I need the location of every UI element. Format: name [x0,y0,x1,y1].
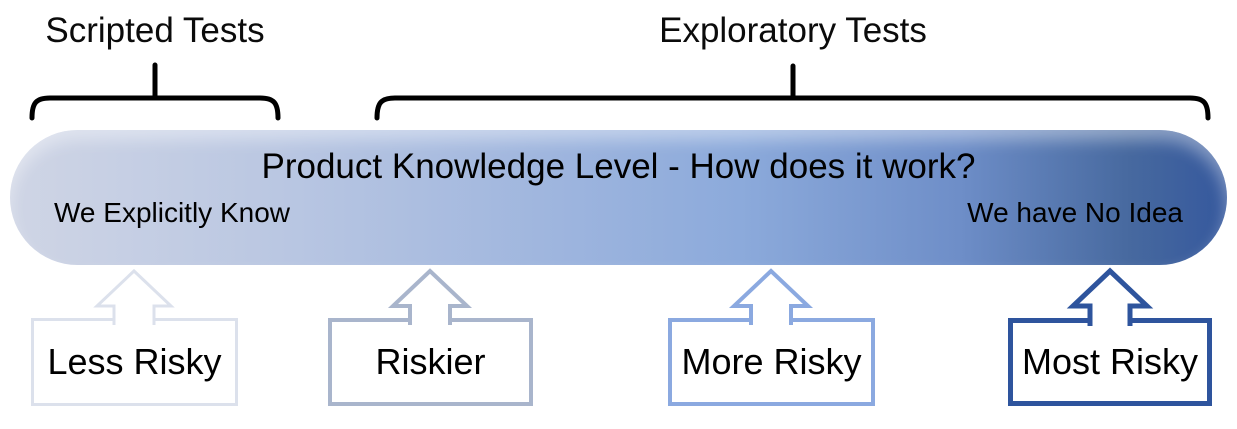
explicitly-know-label: We Explicitly Know [54,197,291,228]
risk-box-more-risky: More Risky [668,318,875,406]
risk-box-label: Riskier [375,341,486,382]
more-risky-up-arrow-icon [728,268,814,325]
riskier-up-arrow-icon [387,268,473,325]
less-risky-up-arrow-icon [93,268,175,325]
product-knowledge-bar: Product Knowledge Level - How does it wo… [10,130,1227,265]
scripted-tests-label: Scripted Tests [45,11,265,50]
knowledge-bar-title: Product Knowledge Level - How does it wo… [261,147,976,186]
risk-box-label: Less Risky [47,341,222,382]
exploratory-tests-brace-icon [374,63,1211,121]
scripted-tests-brace-icon [29,62,281,121]
no-idea-label: We have No Idea [967,197,1183,228]
risk-box-riskier: Riskier [328,318,533,406]
risk-box-less-risky: Less Risky [31,318,238,406]
risk-box-most-risky: Most Risky [1008,318,1212,406]
exploratory-tests-label: Exploratory Tests [659,11,927,50]
risk-box-label: Most Risky [1021,341,1198,382]
risk-box-label: More Risky [681,341,862,382]
